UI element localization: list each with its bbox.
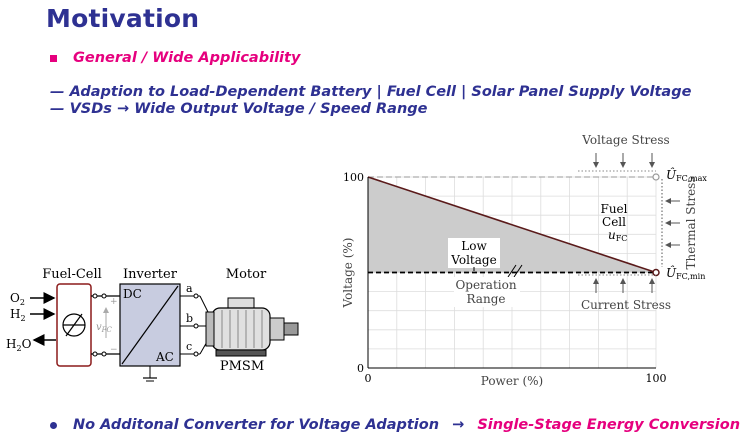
fuel-cell-chart-label-2: Cell xyxy=(602,215,626,229)
voltage-stress-arrows xyxy=(593,153,655,168)
dash-icon: — xyxy=(50,84,65,100)
break-mark xyxy=(507,264,523,278)
slide-title: Motivation xyxy=(46,4,200,33)
sub-bullet-vsds: — VSDs → Wide Output Voltage / Speed Ran… xyxy=(50,101,428,117)
plus-sign: + xyxy=(110,297,118,307)
fuel-cell-chart-label-1: Fuel xyxy=(601,202,628,216)
u-fc-label: uFC xyxy=(608,228,627,243)
fuel-cell-label: Fuel-Cell xyxy=(42,267,102,282)
bullet-general-text: General / Wide Applicability xyxy=(73,50,301,66)
h2o-label: H2O xyxy=(6,337,32,353)
sub-bullet-adaption: — Adaption to Load-Dependent Battery | F… xyxy=(50,84,691,100)
bullet-general: General / Wide Applicability xyxy=(50,50,300,66)
y-tick-100: 100 xyxy=(343,171,364,184)
u-max-label: ÛFC,max xyxy=(666,166,707,183)
fuel-cell-voltage-line xyxy=(367,176,657,274)
current-stress-label: Current Stress xyxy=(581,298,671,312)
voltage-power-chart: 0 100 0 100 Power (%) Voltage (%) Voltag… xyxy=(341,133,707,388)
x-tick-100: 100 xyxy=(646,372,667,385)
sub-bullet-adaption-text: Adaption to Load-Dependent Battery | Fue… xyxy=(69,84,692,100)
pmsm-label: PMSM xyxy=(220,359,264,374)
arrow-icon: → xyxy=(452,417,465,433)
phase-b-label: b xyxy=(186,312,193,325)
bottom-bullet: No Additonal Converter for Voltage Adapt… xyxy=(50,417,740,433)
arrow-icon: → xyxy=(116,101,130,117)
dash-icon: — xyxy=(50,101,65,117)
vfc-label: vFC xyxy=(96,322,113,334)
inverter-label: Inverter xyxy=(123,267,178,282)
max-point-marker xyxy=(652,173,660,181)
motor-label: Motor xyxy=(226,267,267,282)
thermal-stress-arrows xyxy=(665,198,680,248)
current-stress-arrows xyxy=(593,278,655,293)
phase-a-label: a xyxy=(186,282,193,295)
square-bullet-icon xyxy=(50,54,57,62)
y-tick-0: 0 xyxy=(357,362,364,375)
minus-sign: − xyxy=(110,345,118,355)
thermal-stress-label: Thermal Stress xyxy=(684,177,698,270)
sub-bullet-range-text: Wide Output Voltage / Speed Range xyxy=(134,101,428,117)
voltage-stress-label: Voltage Stress xyxy=(581,133,669,147)
low-voltage-label-2: Voltage xyxy=(450,253,496,267)
fuel-cell-box xyxy=(56,283,92,367)
bottom-bullet-left-text: No Additonal Converter for Voltage Adapt… xyxy=(73,417,440,433)
motor-icon xyxy=(205,297,299,357)
sub-bullet-vsds-text: VSDs xyxy=(69,101,112,117)
operation-range-label-1: Operation xyxy=(455,278,516,292)
ac-label: AC xyxy=(155,350,174,364)
bottom-bullet-right-text: Single-Stage Energy Conversion xyxy=(477,417,741,433)
h2-label: H2 xyxy=(10,307,26,323)
round-bullet-icon xyxy=(50,421,57,429)
phase-c-label: c xyxy=(186,340,192,353)
x-tick-0: 0 xyxy=(365,372,372,385)
operation-range-label-2: Range xyxy=(467,292,506,306)
low-voltage-box xyxy=(448,238,500,268)
operation-range-box xyxy=(454,277,520,307)
y-axis-label: Voltage (%) xyxy=(341,238,355,309)
x-axis-label: Power (%) xyxy=(481,374,544,388)
circuit-diagram: Fuel-Cell Inverter Motor O2 H2 H2O + − v… xyxy=(6,267,299,382)
low-voltage-label-1: Low xyxy=(461,239,487,253)
o2-label: O2 xyxy=(10,291,25,307)
u-min-label: ÛFC,min xyxy=(666,264,705,281)
dc-label: DC xyxy=(123,287,142,301)
